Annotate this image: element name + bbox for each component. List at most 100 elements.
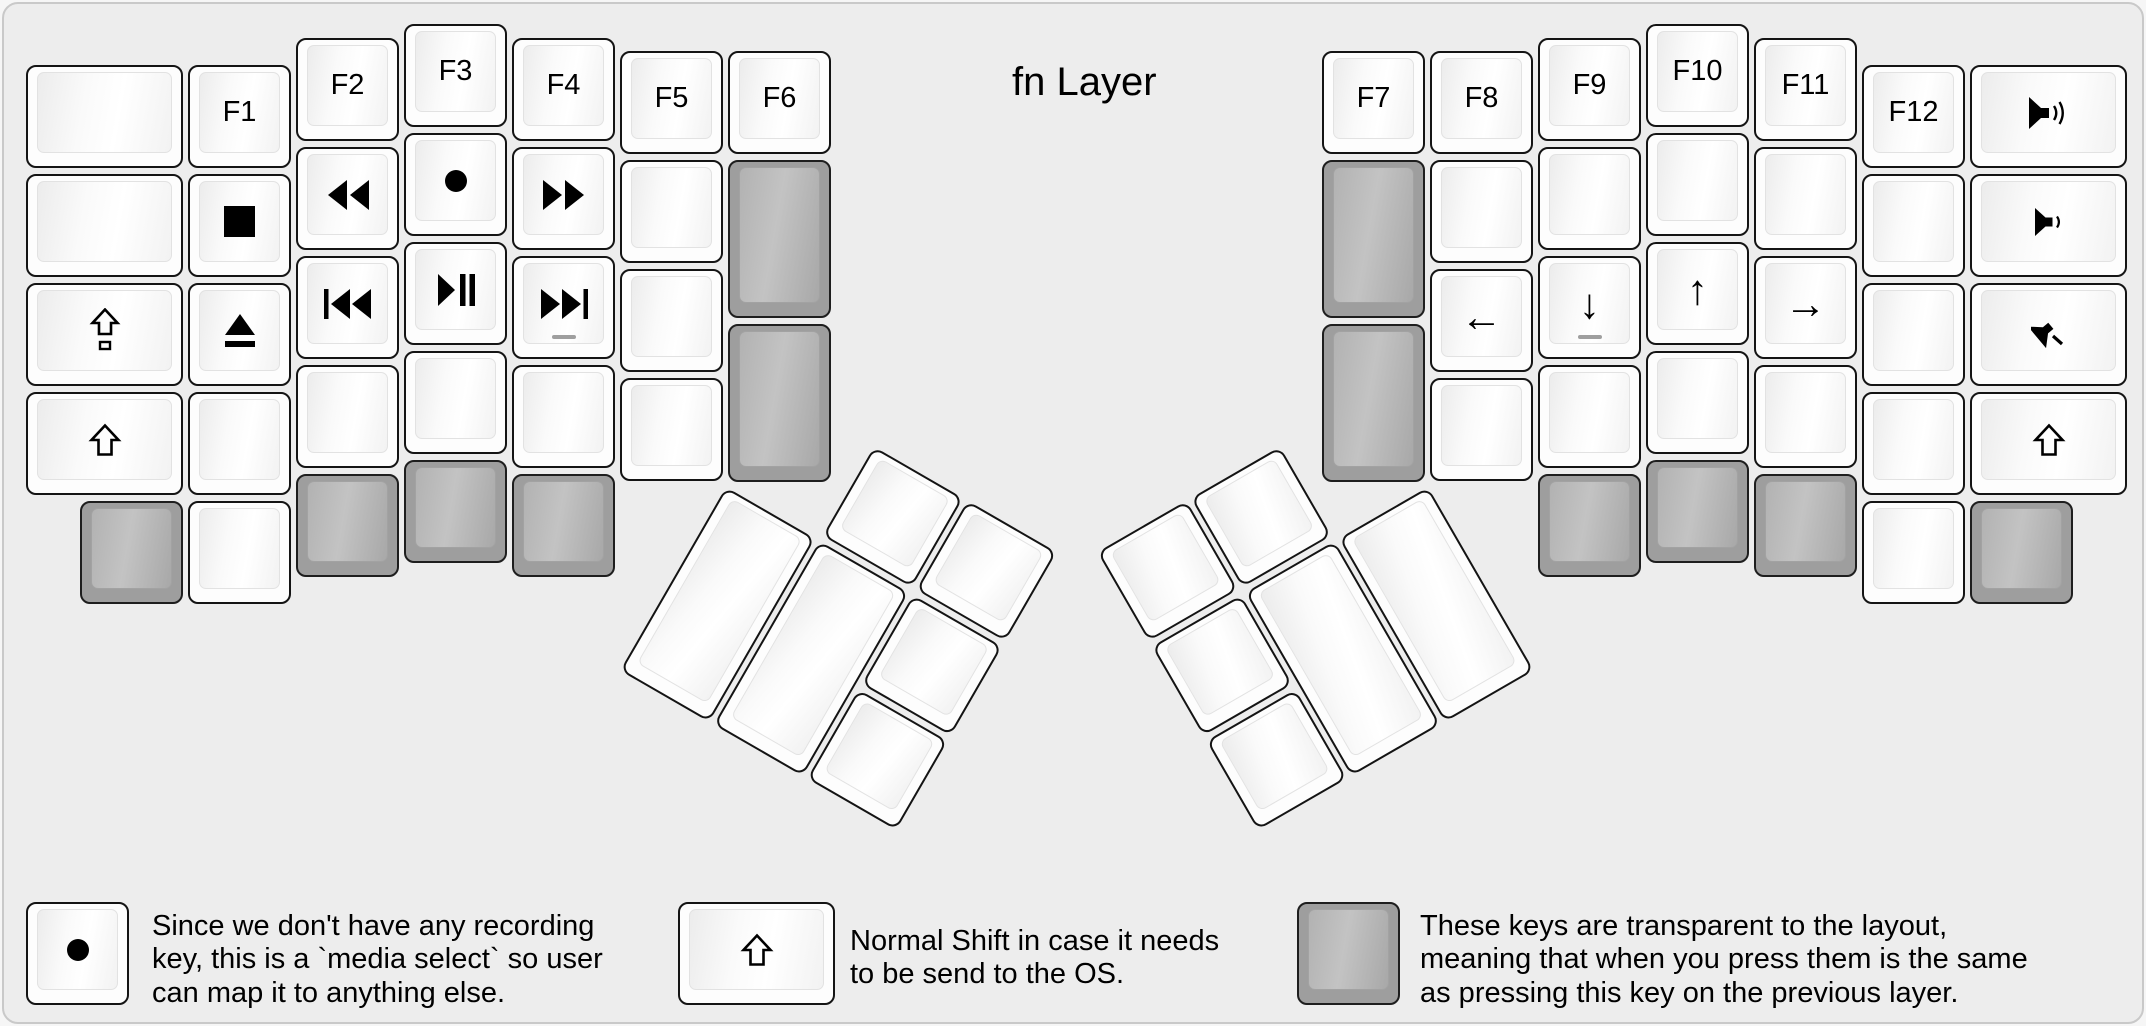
prev-track-icon: [298, 263, 397, 344]
key-f10[interactable]: F10: [1646, 24, 1749, 127]
keycap-face: [1765, 481, 1846, 562]
key-label: F4: [546, 69, 581, 101]
keycap-face: [1549, 372, 1630, 453]
key-fast-forward[interactable]: [512, 147, 615, 250]
key-stop[interactable]: [188, 174, 291, 277]
key-arrow-right[interactable]: →: [1754, 256, 1857, 359]
keycap-face: [1657, 467, 1738, 548]
key-legend-sample-2: [678, 902, 835, 1005]
key-blank[interactable]: [26, 174, 183, 277]
key-f6[interactable]: F6: [728, 51, 831, 154]
key-f11[interactable]: F11: [1754, 38, 1857, 141]
key-transparent[interactable]: [80, 501, 183, 604]
homing-dash: [551, 335, 576, 339]
key-label: ←: [1460, 292, 1503, 340]
key-blank[interactable]: [1862, 174, 1965, 277]
key-blank[interactable]: [1430, 378, 1533, 481]
key-transparent[interactable]: [728, 160, 831, 318]
keycap-face: [415, 31, 496, 112]
key-blank[interactable]: [1538, 147, 1641, 250]
key-label: F5: [654, 82, 689, 114]
key-f7[interactable]: F7: [1322, 51, 1425, 154]
key-transparent[interactable]: [1646, 460, 1749, 563]
key-f8[interactable]: F8: [1430, 51, 1533, 154]
key-blank[interactable]: [1754, 147, 1857, 250]
keycap-face: [1333, 331, 1414, 467]
keycap-face: [1441, 167, 1522, 248]
key-play-pause[interactable]: [404, 242, 507, 345]
caps-lock-icon: [28, 290, 181, 371]
key-prev-track[interactable]: [296, 256, 399, 359]
key-blank[interactable]: [26, 65, 183, 168]
keycap-face: [1549, 45, 1630, 126]
key-f5[interactable]: F5: [620, 51, 723, 154]
key-blank[interactable]: [620, 160, 723, 263]
key-blank[interactable]: [512, 365, 615, 468]
keycap-face: [1873, 508, 1954, 589]
key-transparent[interactable]: [1322, 160, 1425, 318]
key-label: F8: [1464, 82, 1499, 114]
key-eject[interactable]: [188, 283, 291, 386]
key-transparent[interactable]: [728, 324, 831, 482]
page-title: fn Layer: [1012, 60, 1157, 104]
keycap-face: [1765, 45, 1846, 126]
keycap-face: [415, 249, 496, 330]
key-blank[interactable]: [620, 269, 723, 372]
key-caps-lock[interactable]: [26, 283, 183, 386]
key-transparent[interactable]: [296, 474, 399, 577]
key-blank[interactable]: [404, 351, 507, 454]
record-icon: [28, 909, 127, 990]
keycap-face: [199, 508, 280, 589]
key-blank[interactable]: [1862, 392, 1965, 495]
keycap-face: [689, 909, 824, 990]
keycap-face: [739, 167, 820, 303]
key-transparent[interactable]: [1538, 474, 1641, 577]
key-transparent[interactable]: [512, 474, 615, 577]
keycap-face: [91, 508, 172, 589]
key-transparent[interactable]: [1754, 474, 1857, 577]
key-blank[interactable]: [296, 365, 399, 468]
key-blank[interactable]: [1646, 351, 1749, 454]
key-arrow-down[interactable]: ↓: [1538, 256, 1641, 359]
key-blank[interactable]: [1646, 133, 1749, 236]
volume-down-icon: [1972, 181, 2125, 262]
play-pause-icon: [406, 249, 505, 330]
keycap-face: [631, 58, 712, 139]
key-arrow-up[interactable]: ↑: [1646, 242, 1749, 345]
key-blank[interactable]: [1538, 365, 1641, 468]
key-f9[interactable]: F9: [1538, 38, 1641, 141]
key-label: F7: [1356, 82, 1391, 114]
key-shift-right[interactable]: [1970, 392, 2127, 495]
key-shift-left[interactable]: [26, 392, 183, 495]
key-transparent[interactable]: [1970, 501, 2073, 604]
key-blank[interactable]: [1754, 365, 1857, 468]
keycap-face: [1657, 31, 1738, 112]
key-blank[interactable]: [188, 501, 291, 604]
key-legend-sample-1: [26, 902, 129, 1005]
eject-icon: [190, 290, 289, 371]
key-transparent[interactable]: [1322, 324, 1425, 482]
key-f12[interactable]: F12: [1862, 65, 1965, 168]
key-transparent[interactable]: [404, 460, 507, 563]
key-label: F3: [438, 55, 473, 87]
key-f2[interactable]: F2: [296, 38, 399, 141]
key-volume-up[interactable]: [1970, 65, 2127, 168]
keycap-face: [37, 181, 172, 262]
record-icon: [406, 140, 505, 221]
key-rewind[interactable]: [296, 147, 399, 250]
key-blank[interactable]: [620, 378, 723, 481]
key-f4[interactable]: F4: [512, 38, 615, 141]
key-blank[interactable]: [1430, 160, 1533, 263]
key-blank[interactable]: [1862, 283, 1965, 386]
key-blank[interactable]: [188, 392, 291, 495]
key-f3[interactable]: F3: [404, 24, 507, 127]
key-volume-down[interactable]: [1970, 174, 2127, 277]
key-next-track[interactable]: [512, 256, 615, 359]
key-f1[interactable]: F1: [188, 65, 291, 168]
keycap-face: [37, 72, 172, 153]
key-record[interactable]: [404, 133, 507, 236]
key-mute[interactable]: [1970, 283, 2127, 386]
key-blank[interactable]: [1862, 501, 1965, 604]
key-arrow-left[interactable]: ←: [1430, 269, 1533, 372]
